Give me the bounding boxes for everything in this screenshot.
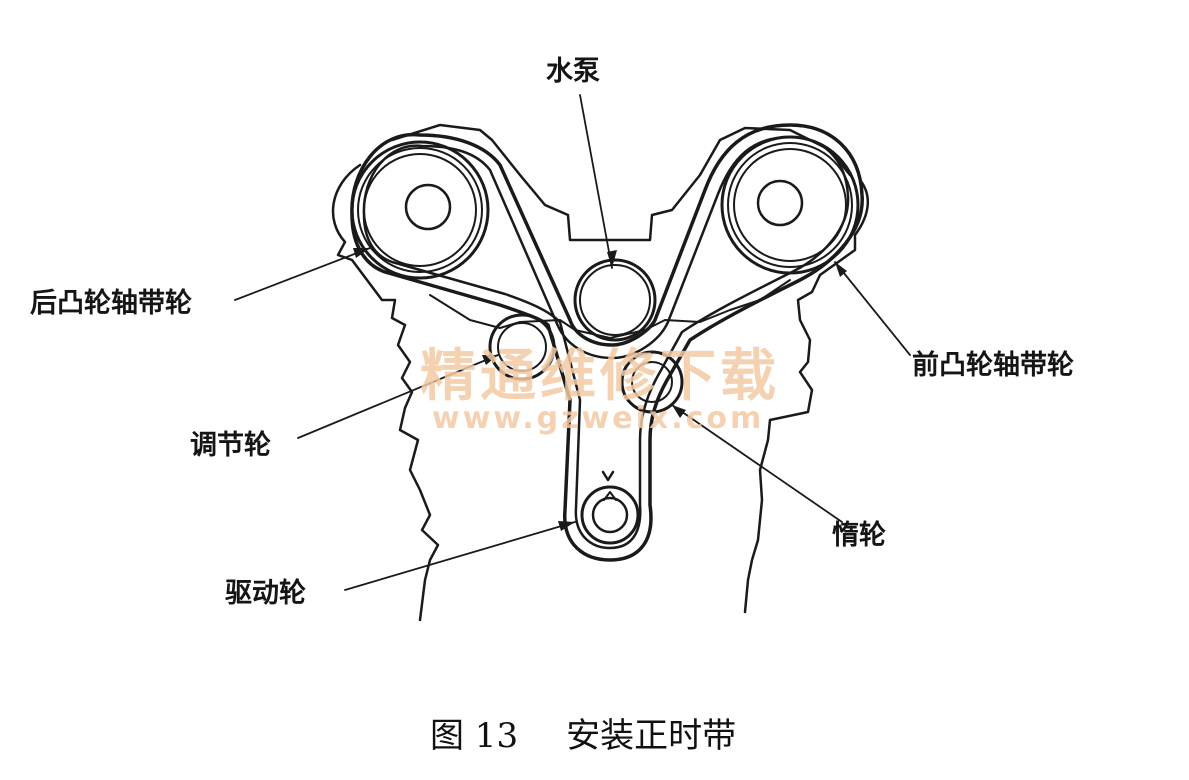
leader-water-pump [579, 94, 613, 269]
water-pump-pulley [573, 258, 657, 342]
belt-inner [362, 135, 850, 550]
figure-title: 安装正时带 [566, 716, 737, 756]
leader-tensioner [297, 354, 499, 439]
drive-pulley [580, 470, 640, 545]
label-rear-cam-pulley: 后凸轮轴带轮 [30, 288, 192, 319]
belt-outer [350, 123, 864, 562]
figure-caption: 图 13 安装正时带 [430, 708, 736, 757]
leader-rear-cam [234, 247, 371, 301]
engine-outline-right [743, 178, 870, 614]
front-cam-pulley [720, 135, 860, 275]
label-water-pump: 水泵 [546, 56, 600, 87]
timing-belt [350, 123, 864, 562]
watermark-url: www.gzweix.com [432, 401, 765, 436]
label-tensioner: 调节轮 [190, 430, 271, 461]
label-drive-pulley: 驱动轮 [225, 578, 306, 609]
rear-cam-pulley [350, 140, 490, 280]
idler-pulley [620, 350, 684, 414]
label-front-cam-pulley: 前凸轮轴带轮 [912, 350, 1074, 381]
leader-idler [671, 404, 843, 523]
leader-drive [344, 521, 576, 591]
leader-lines [234, 94, 911, 591]
cover-contour-upper [390, 123, 852, 242]
engine-outline-left [331, 163, 440, 622]
figure-number: 图 13 [430, 716, 519, 756]
label-idler: 惰轮 [832, 520, 886, 551]
leader-front-cam [834, 261, 911, 356]
tensioner-pulley [488, 313, 556, 381]
cover-contour-inner [429, 279, 791, 339]
watermark-chinese: 精通维修下载 [420, 343, 780, 409]
